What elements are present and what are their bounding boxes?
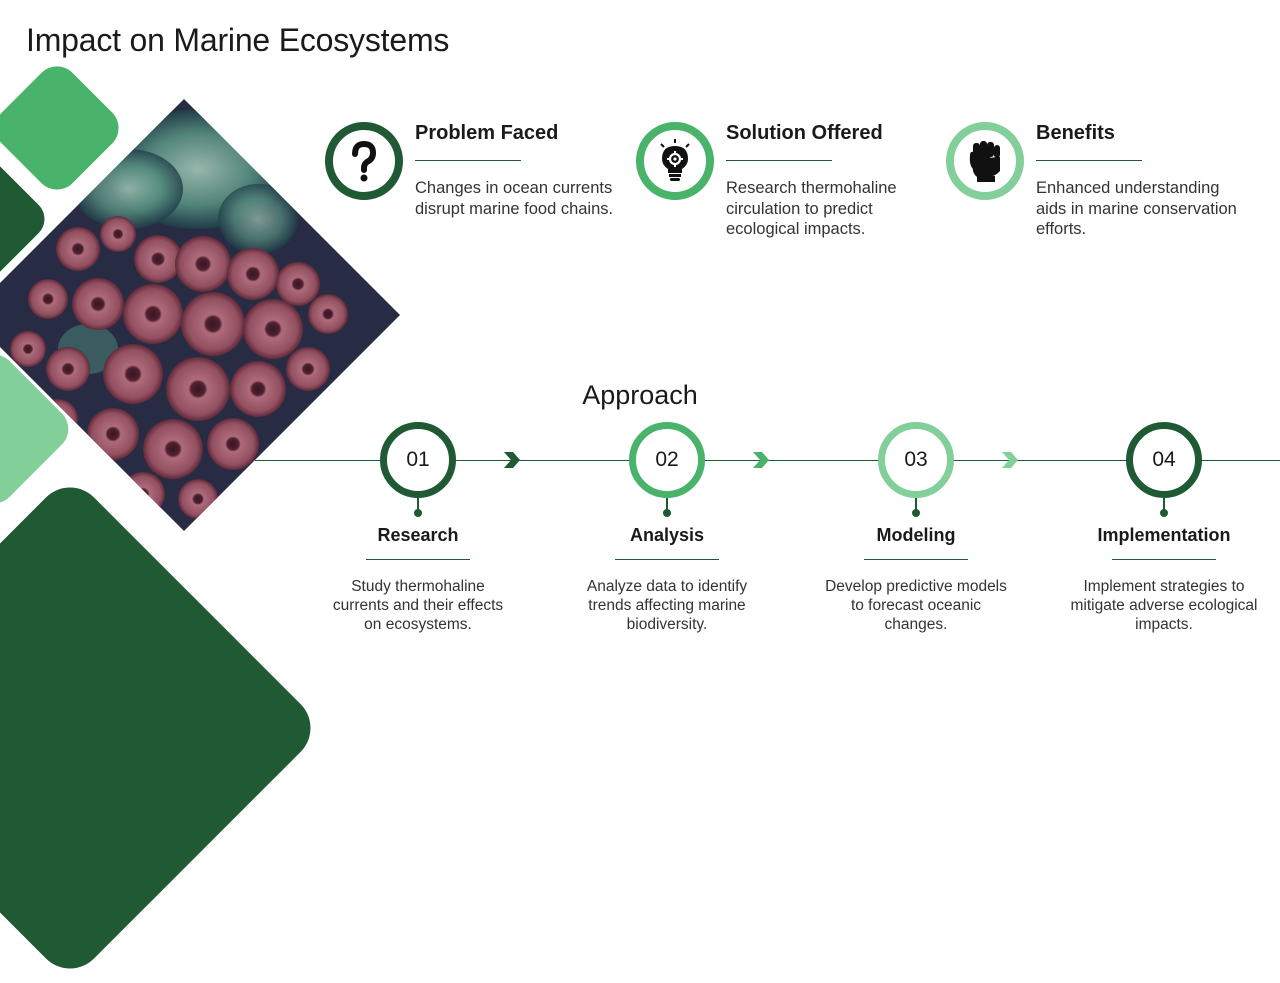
approach-heading: Approach [582,380,698,410]
step-text: Develop predictive models to forecast oc… [825,578,1007,633]
step-stem [417,498,419,510]
step-divider [615,559,719,560]
chevron-right-icon [1002,452,1018,468]
step-divider [864,559,968,560]
step-text: Study thermohaline currents and their ef… [332,578,504,633]
card-icon-circle [325,122,403,200]
question-mark-icon [352,140,377,182]
step-dot [663,509,671,517]
step-dot [912,509,920,517]
step-dot [414,509,422,517]
lightbulb-gear-icon [660,139,690,181]
card-text: Changes in ocean currents disrupt marine… [415,179,614,218]
chevron-right-icon [753,452,769,468]
card-icon-circle [946,122,1024,200]
step-title: Analysis [629,525,705,545]
step-title: Modeling [876,525,956,545]
card-icon-circle [636,122,714,200]
step-dot [1160,509,1168,517]
step-title: Implementation [1097,525,1231,545]
step-title: Research [377,525,459,545]
step-number: 03 [878,422,954,498]
card-problem: Problem Faced Changes in ocean currents … [325,122,625,252]
card-title: Solution Offered [726,122,883,144]
step-text: Implement strategies to mitigate adverse… [1070,578,1258,633]
step-number: 01 [380,422,456,498]
slide-title: Impact on Marine Ecosystems [26,22,450,58]
card-title: Benefits [1036,122,1115,144]
card-benefits: Benefits Enhanced understanding aids in … [946,122,1246,252]
step-number: 02 [629,422,705,498]
decor-diamond-large [0,473,325,983]
step-stem [1163,498,1165,510]
step-divider [1112,559,1216,560]
step-number: 04 [1126,422,1202,498]
card-solution: Solution Offered Research thermohaline c… [636,122,936,252]
card-divider [1036,160,1142,161]
card-text: Research thermohaline circulation to pre… [726,179,897,238]
card-text: Enhanced understanding aids in marine co… [1036,179,1237,238]
chevron-right-icon [504,452,520,468]
step-stem [666,498,668,510]
raised-fist-icon [969,141,1000,182]
card-divider [415,160,521,161]
card-title: Problem Faced [415,122,559,144]
step-text: Analyze data to identify trends affectin… [586,578,748,633]
step-stem [915,498,917,510]
step-divider [366,559,470,560]
card-divider [726,160,832,161]
